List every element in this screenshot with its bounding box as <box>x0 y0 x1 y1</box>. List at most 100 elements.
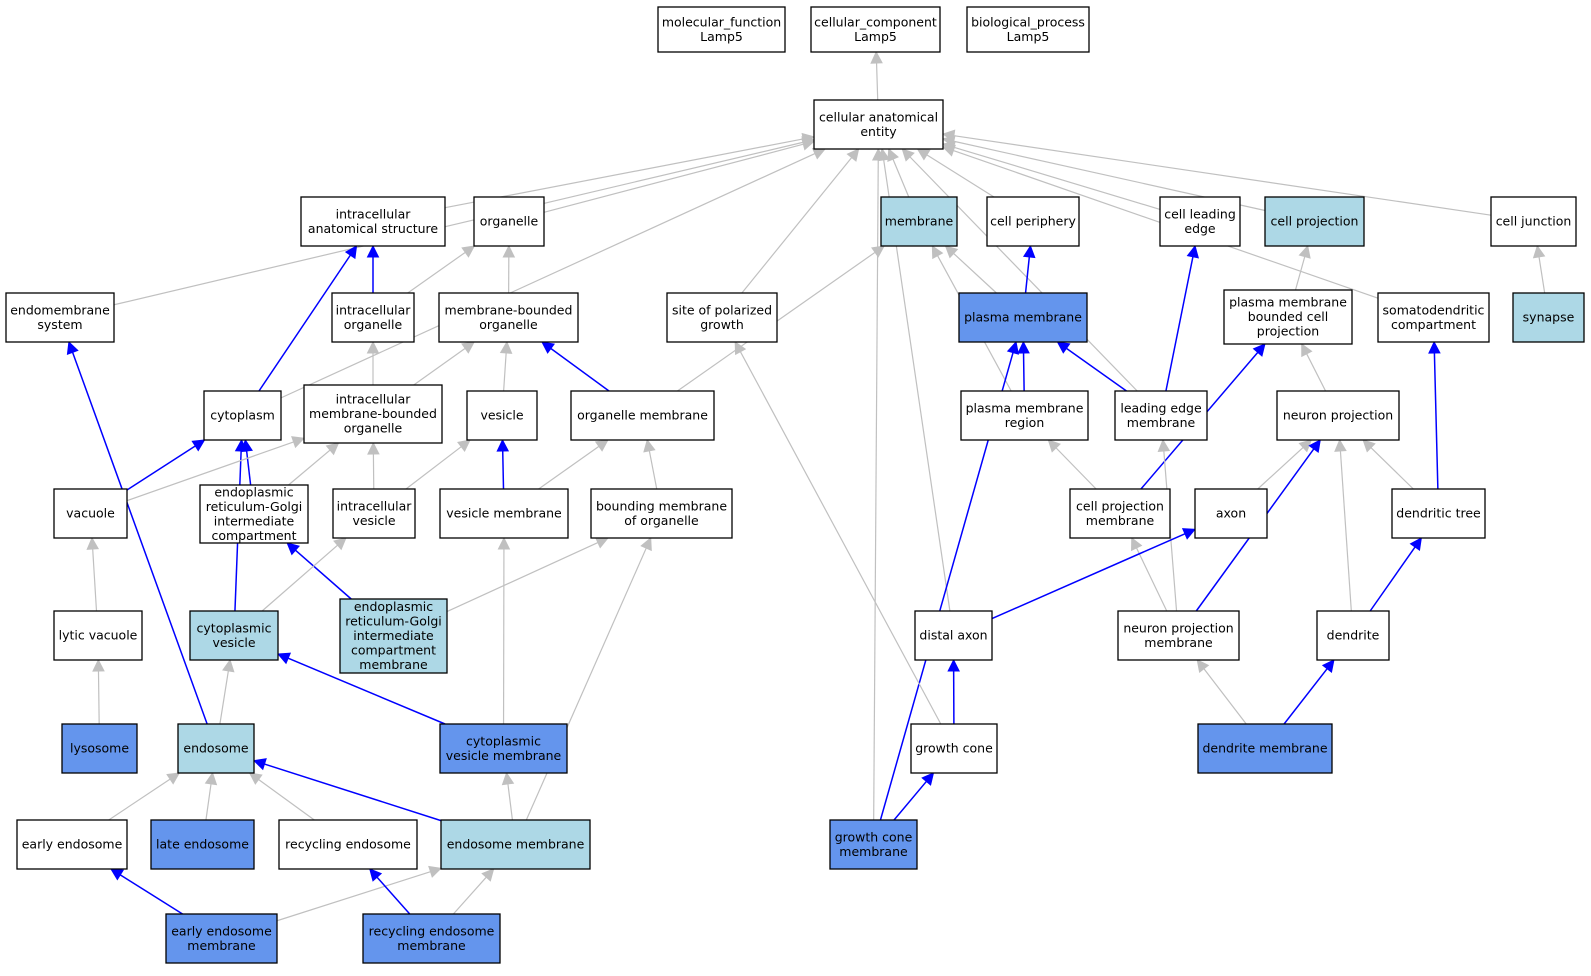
node-cytoplasm[interactable]: cytoplasm <box>203 390 282 441</box>
node-late-endosome[interactable]: late endosome <box>150 819 255 870</box>
node-recycling-endosome[interactable]: recycling endosome <box>278 819 418 870</box>
node-cell-junction[interactable]: cell junction <box>1490 196 1577 247</box>
node-plasma-membrane[interactable]: plasma membrane <box>958 292 1088 343</box>
node-box <box>16 819 128 870</box>
node-dendritic-tree[interactable]: dendritic tree <box>1391 488 1486 539</box>
node-membrane[interactable]: membrane <box>880 196 958 247</box>
node-cell-periphery[interactable]: cell periphery <box>986 196 1080 247</box>
node-organelle-membrane[interactable]: organelle membrane <box>570 390 715 441</box>
edge-arrowhead <box>344 245 358 260</box>
edge-endosome-membrane-to-cytoplasmic-vesicle-membrane <box>501 771 515 821</box>
edge-arrowhead <box>1056 341 1071 354</box>
edge-arrowhead <box>1532 244 1546 259</box>
node-label-line: biological_process <box>971 14 1085 29</box>
node-label-line: endoplasmic <box>354 599 433 614</box>
edge-line <box>1203 668 1247 725</box>
edge-vesicle-membrane-to-vesicle <box>496 438 510 490</box>
node-box <box>986 196 1080 247</box>
node-endosome-membrane[interactable]: endosome membrane <box>440 819 591 870</box>
edge-growth-cone-membrane-to-growth-cone <box>893 772 935 821</box>
node-distal-axon[interactable]: distal axon <box>914 610 993 661</box>
edge-intracellular-vesicle-to-vesicle <box>405 439 471 490</box>
node-er-golgi-intermediate-compartment-membrane[interactable]: endoplasmicreticulum-Golgiintermediateco… <box>339 598 448 674</box>
node-label-line: endoplasmic <box>214 484 293 499</box>
edge-endosome-membrane-to-bounding-membrane-of-organelle <box>525 536 652 821</box>
node-axon[interactable]: axon <box>1194 488 1268 539</box>
node-label-line: organelle <box>480 214 539 229</box>
node-endosome[interactable]: endosome <box>177 723 255 774</box>
node-box <box>960 390 1089 441</box>
node-early-endosome[interactable]: early endosome <box>16 819 128 870</box>
node-label-line: entity <box>860 124 897 139</box>
node-label-line: vesicle membrane <box>446 748 562 763</box>
node-neuron-projection[interactable]: neuron projection <box>1276 390 1400 441</box>
edge-endosome-to-endomembrane-system <box>66 340 208 725</box>
node-label-line: molecular_function <box>662 14 781 29</box>
edge-line <box>1165 256 1194 392</box>
edge-line <box>113 141 804 306</box>
edge-arrowhead <box>871 245 885 258</box>
node-lysosome[interactable]: lysosome <box>61 723 138 774</box>
node-box <box>332 488 416 539</box>
node-box <box>473 196 545 247</box>
edge-line <box>892 158 910 198</box>
edge-late-endosome-to-endosome <box>204 771 218 821</box>
edge-cytoplasm-to-intracellular-anatomical-structure <box>258 245 358 392</box>
edge-vesicle-to-membrane-bounded-organelle <box>499 340 513 392</box>
node-label-line: synapse <box>1523 310 1575 325</box>
node-organelle[interactable]: organelle <box>473 196 545 247</box>
node-vacuole[interactable]: vacuole <box>53 488 128 539</box>
edge-arrowhead <box>640 536 652 552</box>
node-label-line: compartment <box>211 528 296 543</box>
node-cell-projection[interactable]: cell projection <box>1264 196 1365 247</box>
node-growth-cone[interactable]: growth cone <box>910 723 998 774</box>
edge-er-golgi-intermediate-compartment-membrane-to-er-golgi-intermediate-compartment <box>286 542 352 600</box>
node-lytic-vacuole[interactable]: lytic vacuole <box>53 610 143 661</box>
edge-arrowhead <box>496 438 510 452</box>
node-label-line: projection <box>1257 324 1319 339</box>
node-label-line: cell projection <box>1076 498 1164 513</box>
node-vesicle-membrane[interactable]: vesicle membrane <box>439 488 569 539</box>
node-synapse[interactable]: synapse <box>1512 292 1585 343</box>
node-dendrite-membrane[interactable]: dendrite membrane <box>1197 723 1333 774</box>
node-label-line: region <box>1005 415 1045 430</box>
node-box <box>590 488 733 539</box>
node-er-golgi-intermediate-compartment[interactable]: endoplasmicreticulum-Golgiintermediateco… <box>199 484 309 544</box>
edge-lytic-vacuole-to-vacuole <box>86 536 100 612</box>
edge-dendritic-tree-to-somatodendritic-compartment <box>1428 340 1441 490</box>
node-box <box>5 292 115 343</box>
edge-line <box>1370 447 1414 490</box>
node-box <box>303 384 443 444</box>
node-box <box>1197 723 1333 774</box>
edge-arrowhead <box>1252 343 1266 357</box>
edge-endosome-to-cytoplasmic-vesicle <box>219 658 235 725</box>
edge-vacuole-to-intracellular-membrane-bounded-organelle <box>126 436 306 502</box>
node-vesicle[interactable]: vesicle <box>466 390 538 441</box>
node-dendrite[interactable]: dendrite <box>1316 610 1390 661</box>
